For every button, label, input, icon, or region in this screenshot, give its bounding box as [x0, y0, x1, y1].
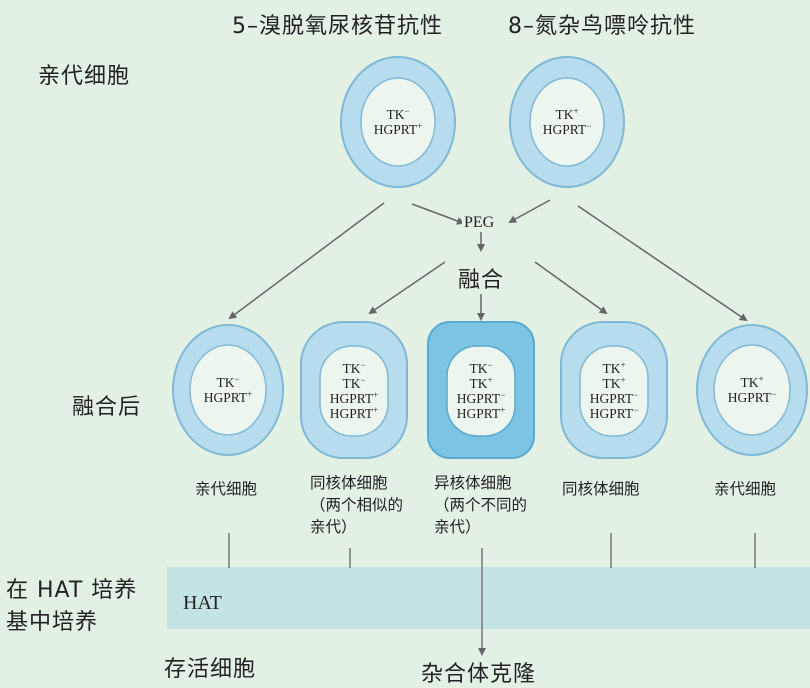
hat-culture-label-line2: 基中培养	[6, 610, 99, 635]
fused-4-caption: 同核体细胞	[562, 480, 640, 498]
resistance-label-right: 8–氮杂鸟嘌呤抗性	[508, 14, 696, 39]
fused-3-genes: TK− TK+ HGPRT− HGPRT+	[456, 360, 506, 421]
parent-cells-label: 亲代细胞	[38, 64, 131, 89]
surviving-cells-label: 存活细胞	[164, 657, 257, 682]
fused-2-caption: 同核体细胞 （两个相似的 亲代）	[310, 474, 404, 536]
fused-1-caption: 亲代细胞	[195, 480, 258, 498]
fused-cell-1	[172, 324, 284, 456]
hat-band-label: HAT	[183, 592, 222, 614]
fused-3-caption: 异核体细胞 （两个不同的 亲代）	[434, 474, 528, 536]
parent-right-genes: TK+ HGPRT−	[542, 106, 592, 137]
fused-cell-2	[300, 321, 408, 459]
fused-cell-4	[560, 321, 668, 459]
fused-cell-5	[696, 324, 808, 456]
hat-drop-lines	[228, 533, 756, 656]
fused-2-genes: TK− TK− HGPRT+ HGPRT+	[329, 360, 379, 421]
hat-culture-label-line1: 在 HAT 培养	[6, 578, 138, 603]
fusion-label: 融合	[458, 262, 505, 294]
fused-1-genes: TK− HGPRT+	[203, 374, 253, 405]
hat-band	[167, 567, 810, 629]
fused-4-genes: TK+ TK+ HGPRT− HGPRT−	[589, 360, 639, 421]
fusion-arrows	[228, 199, 748, 322]
fused-5-genes: TK+ HGPRT−	[727, 374, 777, 405]
hybrid-clone-label: 杂合体克隆	[421, 662, 537, 687]
fused-5-caption: 亲代细胞	[714, 480, 777, 498]
after-fusion-label: 融合后	[72, 395, 142, 420]
resistance-label-left: 5–溴脱氧尿核苷抗性	[232, 14, 443, 39]
parent-cell-left	[340, 56, 456, 188]
fused-cell-3-hybrid	[427, 321, 535, 459]
parent-left-genes: TK− HGPRT+	[373, 106, 423, 137]
peg-label: PEG	[462, 214, 497, 232]
parent-cell-right	[509, 56, 625, 188]
